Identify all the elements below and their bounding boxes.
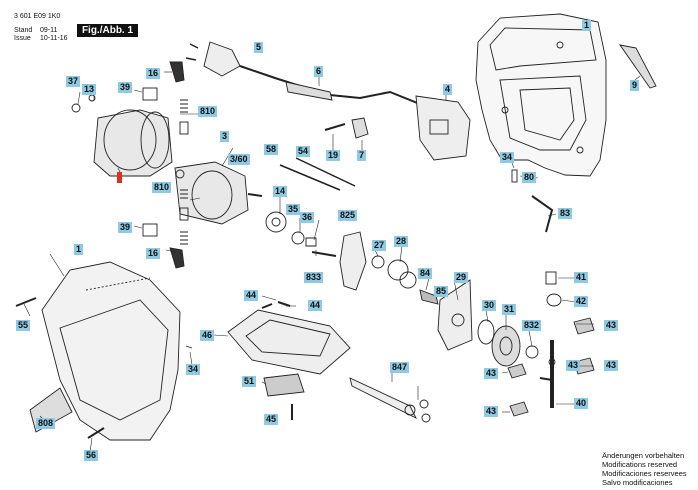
callout-label: 847 — [390, 362, 410, 373]
callout-label: 42 — [574, 296, 589, 307]
base-plate — [227, 309, 351, 375]
callout-label: 3 — [220, 131, 230, 142]
cord-sleeve — [285, 81, 333, 101]
stator — [93, 109, 173, 177]
callout-label: 9 — [630, 80, 640, 91]
callout-label: 55 — [16, 320, 31, 331]
callout-label: 54 — [296, 146, 311, 157]
part-42 — [546, 293, 562, 307]
callout-label: 808 — [36, 418, 56, 429]
callout-label: 13 — [82, 84, 97, 95]
callout-label: 810 — [198, 106, 218, 117]
callout-label: 44 — [244, 290, 259, 301]
callout-label: 84 — [418, 268, 433, 279]
callout-label: 41 — [574, 272, 589, 283]
callout-label: 1 — [74, 244, 84, 255]
callout-label: 14 — [273, 186, 288, 197]
washer-35 — [291, 231, 305, 245]
callout-label: 4 — [443, 84, 453, 95]
document-number: 3 601 E09 1K0 — [14, 13, 61, 20]
housing-right-half — [475, 13, 607, 177]
callout-label: 34 — [500, 152, 515, 163]
brush-holder-39b — [142, 223, 158, 237]
callout-label: 1 — [582, 20, 592, 31]
figure-label: Fig./Abb. 1 — [77, 24, 138, 37]
callout-label: 56 — [84, 450, 99, 461]
callout-label: 35 — [286, 204, 301, 215]
screw-56 — [87, 427, 105, 439]
screw-55 — [15, 297, 37, 307]
callout-label: 825 — [338, 210, 358, 221]
issue-date: 10-11-16 — [40, 35, 68, 42]
callout-label: 6 — [314, 66, 324, 77]
callout-label: 34 — [186, 364, 201, 375]
sleeve-36 — [305, 237, 317, 247]
callout-label: 83 — [558, 208, 573, 219]
callout-label: 810 — [152, 182, 172, 193]
callout-label: 43 — [604, 360, 619, 371]
ring-30 — [477, 319, 495, 345]
callout-label: 28 — [394, 236, 409, 247]
callout-label: 36 — [300, 212, 315, 223]
gear-31 — [491, 325, 521, 367]
pin — [511, 169, 518, 183]
callout-label: 43 — [566, 360, 581, 371]
callout-label: 833 — [304, 272, 324, 283]
callout-label: 2 — [117, 172, 123, 183]
switch — [415, 95, 471, 161]
issue-label: Issue — [14, 35, 31, 42]
callout-label: 5 — [254, 42, 264, 53]
brush-holder-39a — [142, 87, 158, 101]
rod-54 — [295, 157, 356, 187]
guide-847 — [349, 377, 418, 420]
callout-label: 39 — [118, 222, 133, 233]
footer-notes: Änderungen vorbehalten Modifications res… — [602, 451, 694, 487]
power-plug — [203, 41, 241, 77]
rod-58 — [279, 164, 341, 191]
stand-date: 09-11 — [40, 27, 58, 34]
callout-label: 3/60 — [228, 154, 250, 165]
screw-19 — [324, 123, 346, 131]
cord-clamp — [351, 117, 369, 139]
plate-51 — [263, 373, 305, 397]
callout-label: 27 — [372, 240, 387, 251]
footer-line: Salvo modificaciones — [602, 478, 673, 487]
plunger-guide — [339, 231, 367, 291]
callout-label: 43 — [484, 368, 499, 379]
callout-label: 832 — [522, 320, 542, 331]
callout-label: 43 — [604, 320, 619, 331]
callout-label: 45 — [264, 414, 279, 425]
callout-label: 44 — [308, 300, 323, 311]
callout-label: 31 — [502, 304, 517, 315]
footer-line: Änderungen vorbehalten — [602, 451, 685, 460]
footer-line: Modifications reserved — [602, 460, 678, 469]
bearing-14 — [265, 211, 287, 233]
callout-label: 37 — [66, 76, 81, 87]
cover-strip — [619, 44, 657, 89]
callout-label: 16 — [146, 248, 161, 259]
stand-label: Stand — [14, 27, 33, 34]
part-41 — [545, 271, 557, 285]
callout-label: 46 — [200, 330, 215, 341]
callout-label: 7 — [357, 150, 367, 161]
hex-key — [531, 195, 554, 233]
callout-label: 58 — [264, 144, 279, 155]
callout-label: 29 — [454, 272, 469, 283]
footer-line: Modificaciones reservees — [602, 469, 687, 478]
washer-28 — [387, 259, 409, 281]
callout-label: 80 — [522, 172, 537, 183]
callout-label: 30 — [482, 300, 497, 311]
callout-label: 43 — [484, 406, 499, 417]
callout-label: 51 — [242, 376, 257, 387]
callout-label: 16 — [146, 68, 161, 79]
callout-label: 40 — [574, 398, 589, 409]
callout-label: 39 — [118, 82, 133, 93]
callout-label: 19 — [326, 150, 341, 161]
callout-label: 85 — [434, 286, 449, 297]
